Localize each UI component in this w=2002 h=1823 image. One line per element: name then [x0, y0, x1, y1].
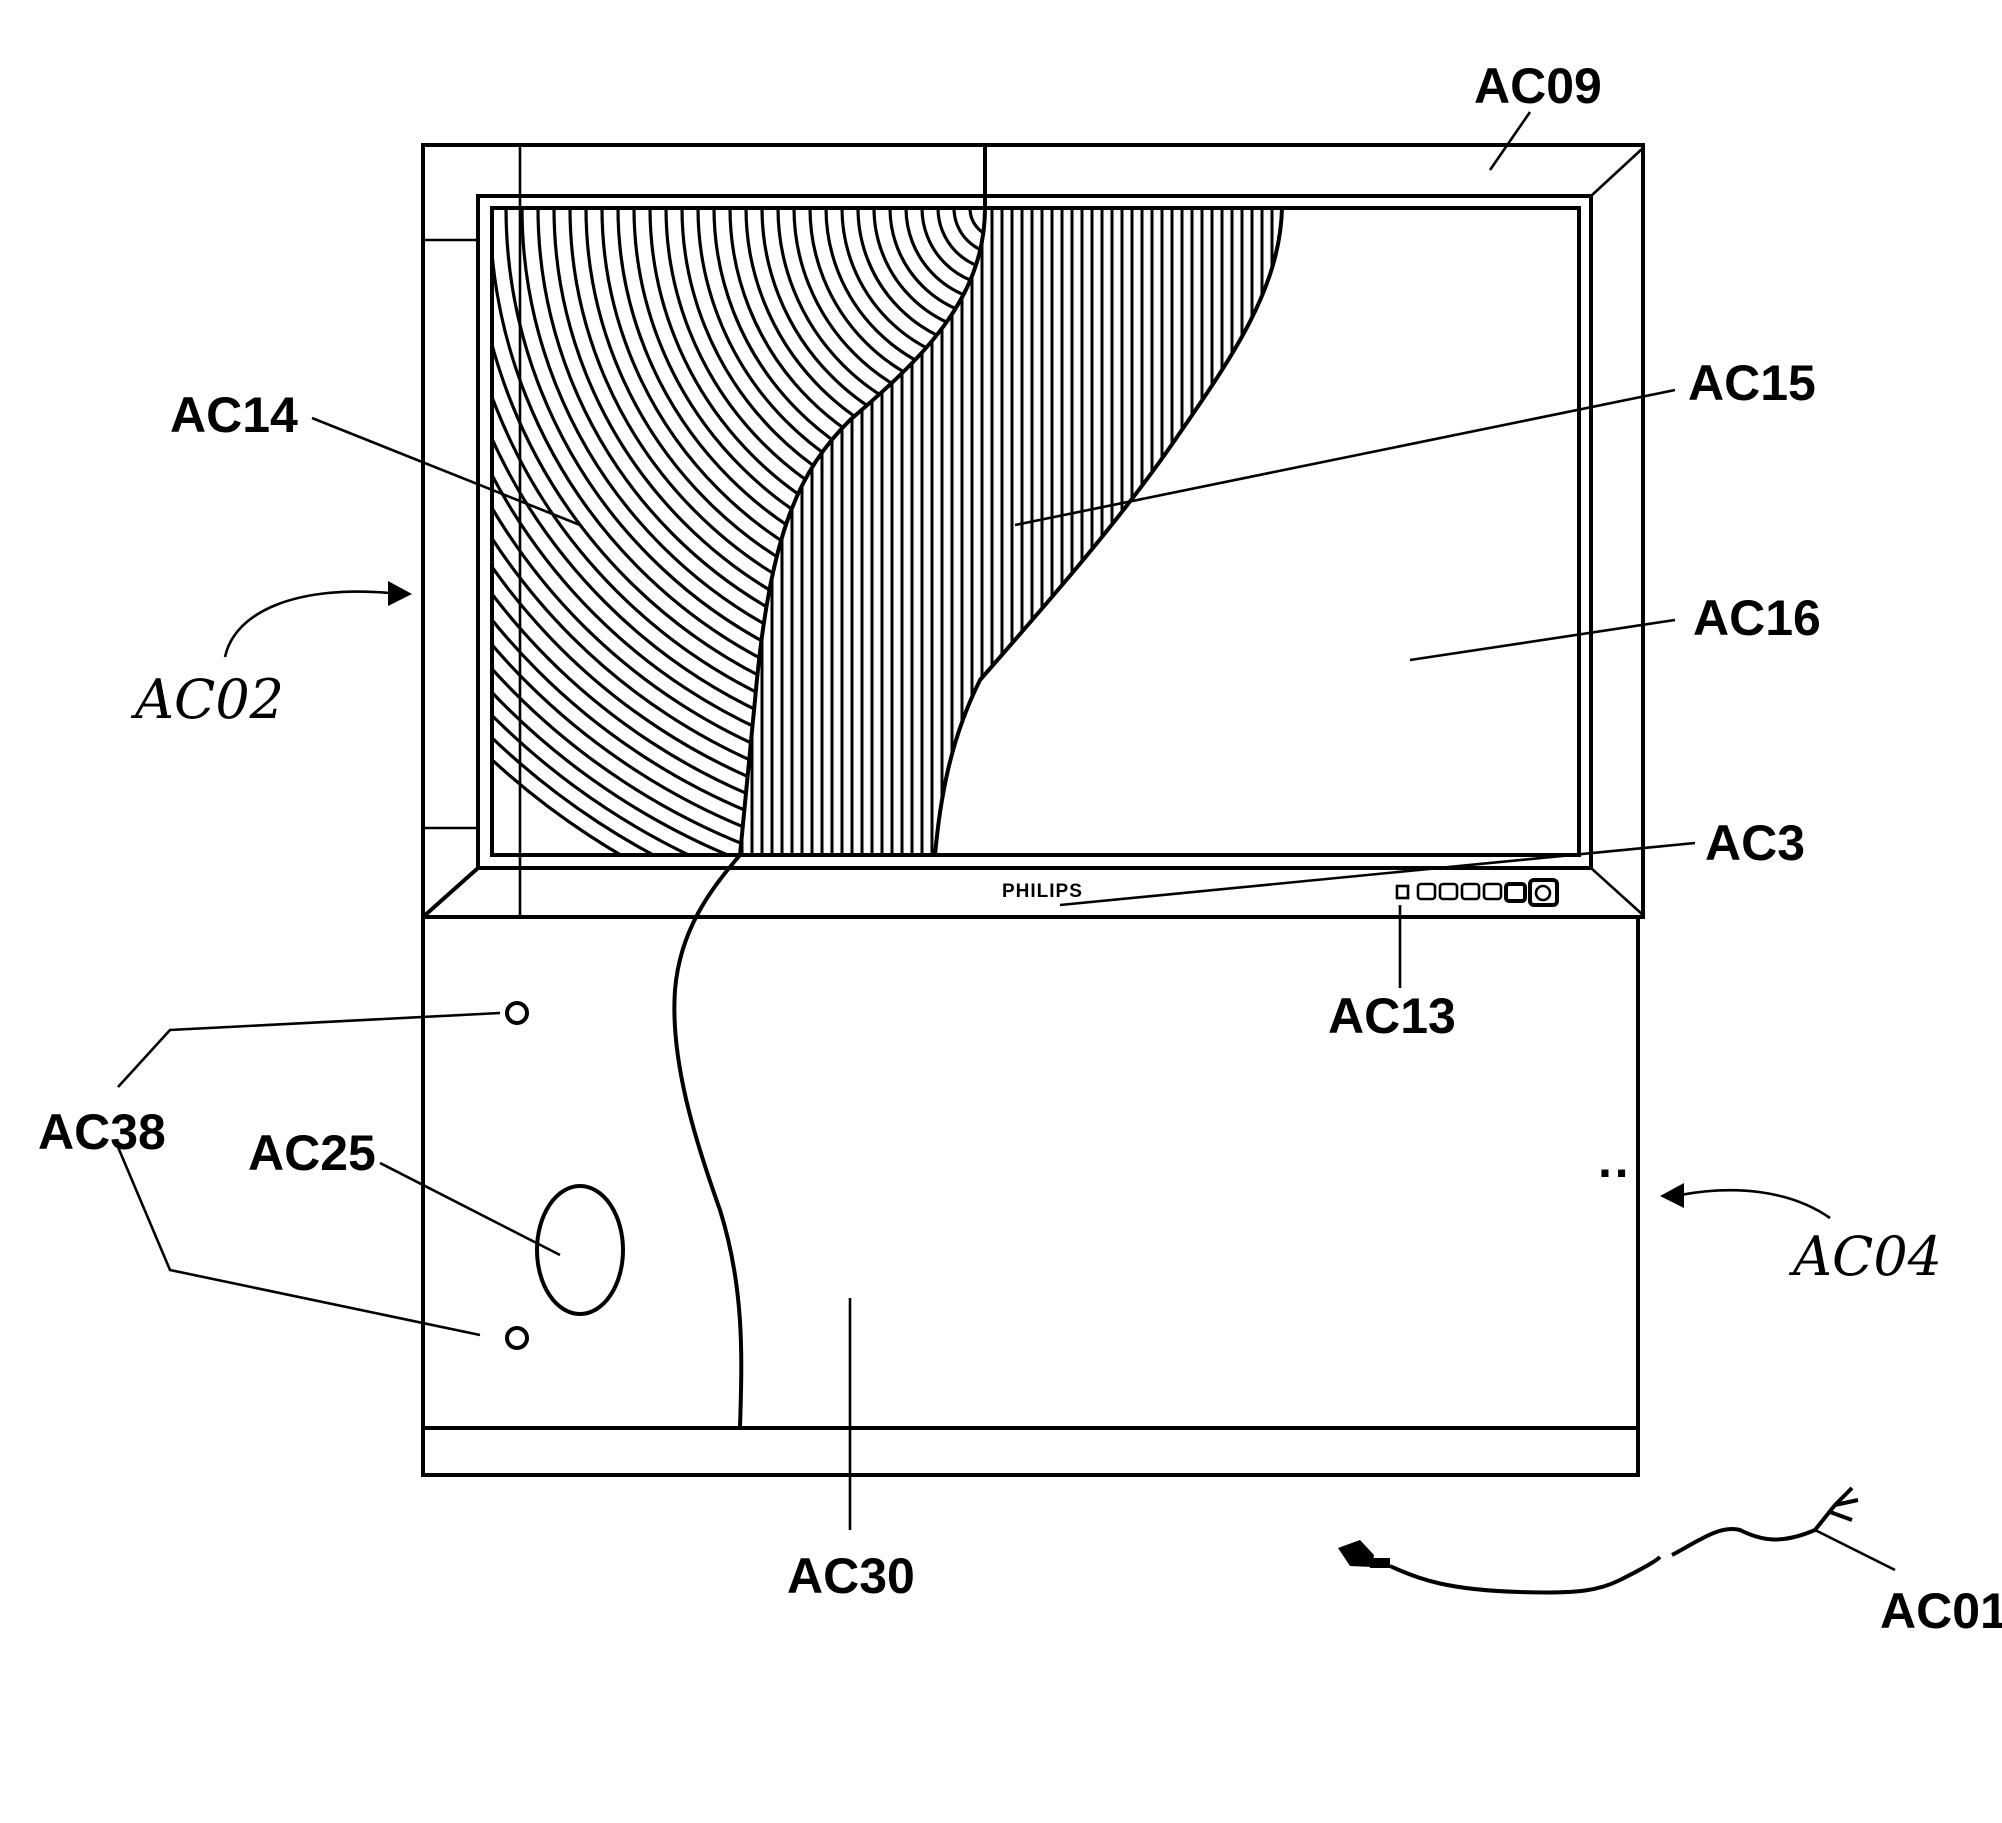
control-button: [1438, 882, 1459, 901]
hatch-arc: [492, 208, 985, 832]
power-button: [1528, 878, 1559, 907]
hatch-arc: [492, 208, 985, 800]
front-bezel-strip: PHILIPS: [1002, 878, 1559, 907]
label-ac09: AC09: [1474, 58, 1602, 114]
hatch-arc: [492, 208, 985, 855]
ac38-lower-hole: [505, 1326, 529, 1350]
hatch-arc: [492, 208, 985, 736]
tv-lower-cabinet: ··: [421, 145, 1640, 1477]
label-ac04-handwritten: AC04: [1788, 1225, 1942, 1288]
cabinet-cut-line: [672, 145, 987, 1429]
label-ac16: AC16: [1693, 590, 1821, 646]
reference-labels: AC09 AC14 AC15 AC16 AC3 AC13 AC38 AC25 A…: [38, 58, 2002, 1639]
control-button: [1482, 882, 1503, 901]
ac14-ac15-boundary-curve: [738, 207, 987, 856]
hatch-arc: [744, 208, 985, 464]
ac02-arrowhead-icon: [388, 581, 412, 606]
hatch-arc: [712, 208, 985, 496]
hatch-arc: [492, 208, 985, 784]
hatch-arc: [504, 208, 985, 704]
hatch-arc: [492, 208, 985, 855]
label-ac3: AC3: [1705, 815, 1805, 871]
ac04-arrow: [1679, 1188, 1831, 1220]
label-ac13: AC13: [1328, 988, 1456, 1044]
label-ac30: AC30: [787, 1548, 915, 1604]
power-icon: [1534, 884, 1552, 902]
hatch-arc: [760, 208, 985, 448]
ac15-vertical-hatch-region: [740, 208, 1282, 855]
control-buttons-panel: [1395, 878, 1559, 907]
hatch-arc: [536, 208, 985, 672]
label-ac25: AC25: [248, 1125, 376, 1181]
hatch-arc: [492, 208, 985, 848]
hatch-arc: [492, 208, 985, 855]
control-button: [1416, 882, 1437, 901]
ac25-oval-speaker: [535, 1184, 625, 1316]
cord-plug-end: [1338, 1540, 1374, 1567]
ac02-arrow: [223, 590, 391, 658]
label-ac14: AC14: [170, 387, 298, 443]
hatch-arc: [492, 208, 985, 816]
cord-plug-collar: [1370, 1558, 1390, 1568]
hatch-arc: [584, 208, 985, 624]
leader-lines: [116, 111, 1896, 1572]
small-mark: ··: [1598, 1145, 1631, 1201]
hatch-arc: [492, 208, 985, 720]
ac04-arrowhead-icon: [1660, 1183, 1684, 1208]
hatch-arc: [568, 208, 985, 640]
brand-logo-text: PHILIPS: [1002, 881, 1083, 902]
hatch-arc: [632, 208, 985, 576]
label-ac01: AC01: [1880, 1583, 2002, 1639]
ac15-ac16-boundary-curve: [933, 207, 1284, 856]
hatch-arc: [520, 208, 985, 688]
control-button: [1395, 884, 1410, 900]
power-cord: [1338, 1486, 1859, 1595]
ac38-upper-hole: [505, 1001, 529, 1025]
label-ac02-handwritten: AC02: [130, 668, 284, 731]
label-ac15: AC15: [1688, 355, 1816, 411]
hatch-arc: [776, 208, 985, 432]
hatch-arc: [664, 208, 985, 544]
control-button: [1460, 882, 1481, 901]
plug-prongs-icon: [1813, 1486, 1859, 1532]
control-button-dark: [1504, 882, 1527, 903]
label-ac38: AC38: [38, 1104, 166, 1160]
